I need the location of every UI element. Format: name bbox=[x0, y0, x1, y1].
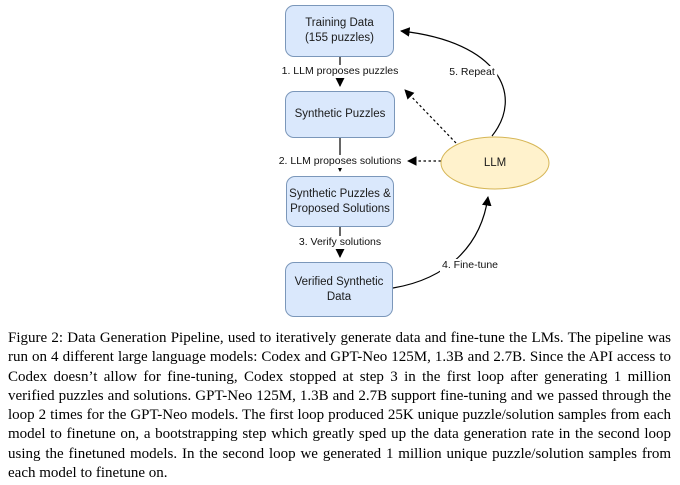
node-synthetic-puzzles: Synthetic Puzzles bbox=[285, 91, 395, 138]
edge-label-step3: 3. Verify solutions bbox=[296, 236, 384, 249]
node-training-data-line2: (155 puzzles) bbox=[304, 32, 375, 44]
node-verified-data-line2: Data bbox=[326, 290, 352, 303]
node-synthetic-proposed: Synthetic Puzzles & Proposed Solutions bbox=[286, 176, 394, 227]
edge-label-step2: 2. LLM proposes solutions bbox=[276, 155, 404, 168]
pipeline-diagram bbox=[335, 27, 550, 289]
figure-caption: Figure 2: Data Generation Pipeline, used… bbox=[8, 330, 671, 482]
edge-label-step1: 1. LLM proposes puzzles bbox=[279, 65, 401, 78]
node-training-data: Training Data (155 puzzles) bbox=[285, 5, 394, 57]
llm-node-ellipse bbox=[440, 136, 550, 190]
arrow-repeat-curve bbox=[400, 27, 506, 137]
node-verified-data-line1: Verified Synthetic bbox=[294, 275, 384, 288]
node-llm-label: LLM bbox=[483, 157, 507, 169]
edge-label-step4: 4. Fine-tune bbox=[439, 259, 501, 272]
node-training-data-line1: Training Data bbox=[305, 17, 374, 29]
node-synthetic-proposed-line2: Proposed Solutions bbox=[290, 202, 390, 215]
arrow-llm-proposes-puzzles-dashed bbox=[404, 89, 457, 144]
node-synthetic-proposed-line1: Synthetic Puzzles & bbox=[289, 187, 391, 200]
node-synthetic-puzzles-line1: Synthetic Puzzles bbox=[294, 108, 386, 120]
node-verified-data: Verified Synthetic Data bbox=[285, 262, 393, 317]
arrow-finetune-curve bbox=[392, 196, 492, 289]
edge-label-step5: 5. Repeat bbox=[447, 66, 497, 79]
